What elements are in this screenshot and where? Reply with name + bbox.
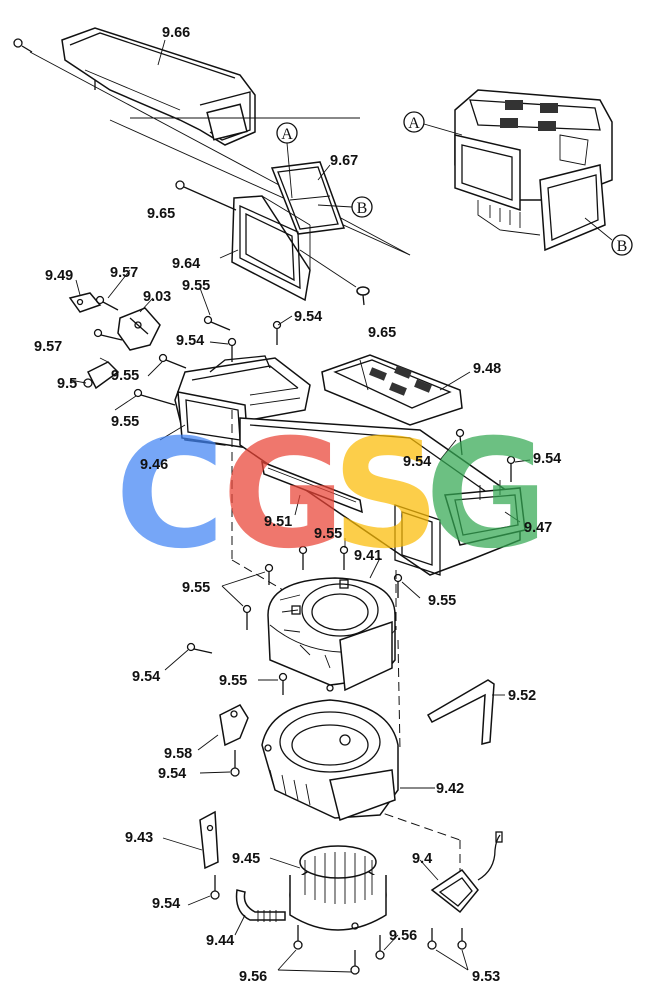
- scroll-housing-lower: [261, 699, 399, 821]
- screw-955-left-2: [133, 388, 176, 406]
- part-label: 9.54: [152, 896, 180, 912]
- screw-954-c: [455, 428, 465, 456]
- screw-954-e: [186, 642, 213, 654]
- part-label: 9.65: [368, 325, 396, 341]
- part-label: 9.54: [132, 669, 160, 685]
- part-label: 9.42: [436, 781, 464, 797]
- clip-9-5: [83, 357, 120, 390]
- callout-letter: A: [281, 126, 293, 143]
- callout-letter: A: [408, 115, 420, 132]
- part-label: 9.55: [182, 580, 210, 596]
- part-label: 9.51: [264, 514, 292, 530]
- watermark-letter: C: [115, 408, 225, 582]
- part-label: 9.64: [172, 256, 200, 272]
- part-label: 9.43: [125, 830, 153, 846]
- part-label: 9.54: [294, 309, 322, 325]
- part-label: 9.65: [147, 206, 175, 222]
- screw-953-a: [427, 928, 437, 950]
- screw-965-upper: [175, 180, 237, 211]
- screw-956-b: [350, 950, 360, 975]
- watermark-letter: G: [222, 408, 345, 582]
- bracket-9-58: [219, 704, 249, 747]
- part-label: 9.03: [143, 289, 171, 305]
- leader-lines: [69, 39, 531, 973]
- callout-b-right: B: [584, 217, 633, 256]
- part-label: 9.55: [111, 414, 139, 430]
- bracket-9-43: [199, 810, 219, 870]
- screw-956-c: [375, 935, 385, 960]
- part-label: 9.55: [219, 673, 247, 689]
- watermark-letter: G: [425, 408, 548, 582]
- part-label: 9.55: [111, 368, 139, 384]
- resistor: [430, 831, 503, 914]
- watermark-letter: S: [332, 408, 440, 582]
- part-label: 9.56: [389, 928, 417, 944]
- blower-fan: [289, 845, 387, 931]
- screw-top-left: [13, 38, 33, 53]
- screw-955-left-1: [158, 353, 187, 369]
- filter-housing: [231, 195, 311, 302]
- part-label: 9.57: [110, 265, 138, 281]
- screw-957-b: [93, 328, 123, 341]
- part-label: 9.5: [57, 376, 77, 392]
- part-label: 9.58: [164, 746, 192, 762]
- screw-954-f: [230, 750, 240, 777]
- part-label: 9.55: [314, 526, 342, 542]
- part-label: 9.49: [45, 268, 73, 284]
- callout-letter: B: [617, 238, 628, 255]
- screw-955-e: [298, 545, 308, 570]
- drain-hose: [235, 889, 286, 922]
- part-labels: 9.66 9.67 9.65 9.64 9.49 9.57 9.03 9.55 …: [34, 25, 561, 985]
- lever-9-49: [68, 292, 102, 313]
- callout-letter: B: [357, 200, 368, 217]
- intake-cover: [321, 354, 463, 426]
- part-label: 9.45: [232, 851, 260, 867]
- callout-a-top: A: [403, 111, 463, 136]
- flap-9-51: [261, 460, 363, 514]
- part-label: 9.53: [472, 969, 500, 985]
- screw-956-a: [293, 925, 303, 950]
- callout-a-mid: A: [276, 122, 298, 199]
- screw-953-b: [457, 928, 467, 950]
- air-duct: [61, 27, 256, 146]
- screw-954-a: [272, 320, 282, 345]
- part-label: 9.55: [428, 593, 456, 609]
- part-label: 9.57: [34, 339, 62, 355]
- screw-955-i: [393, 573, 403, 598]
- screw-955-g: [264, 563, 274, 585]
- part-label: 9.55: [182, 278, 210, 294]
- part-label: 9.54: [533, 451, 561, 467]
- callout-b-mid: B: [317, 196, 373, 218]
- part-label: 9.66: [162, 25, 190, 41]
- screw-954-d: [506, 455, 516, 482]
- screw-954-g: [210, 875, 220, 900]
- part-label: 9.52: [508, 688, 536, 704]
- part-label: 9.54: [403, 454, 431, 470]
- blower-assembly-reference: [454, 89, 613, 252]
- seal-strip: [426, 679, 495, 745]
- screw-957-a: [95, 295, 119, 311]
- bracket-9-03: [117, 307, 161, 351]
- watermark-logo: C G S G: [115, 408, 548, 582]
- part-label: 9.54: [176, 333, 204, 349]
- screw-955-h: [242, 604, 252, 630]
- screw-955-j: [278, 672, 288, 695]
- part-label: 9.41: [354, 548, 382, 564]
- screw-965-lower: [299, 249, 370, 306]
- part-label: 9.67: [330, 153, 358, 169]
- part-label: 9.48: [473, 361, 501, 377]
- screw-955-upper: [203, 315, 231, 331]
- scroll-housing-upper: [267, 577, 396, 692]
- part-label: 9.56: [239, 969, 267, 985]
- part-label: 9.44: [206, 933, 234, 949]
- part-label: 9.47: [524, 520, 552, 536]
- part-label: 9.4: [412, 851, 432, 867]
- intake-case: [239, 417, 526, 576]
- part-label: 9.54: [158, 766, 186, 782]
- screw-955-f: [339, 545, 349, 570]
- part-label: 9.46: [140, 457, 168, 473]
